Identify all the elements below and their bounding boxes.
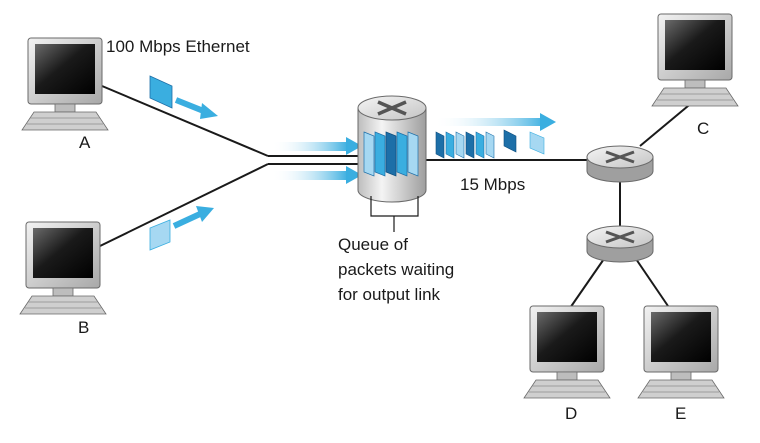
host-b	[19, 221, 107, 315]
host-a	[21, 37, 109, 131]
link-e	[633, 255, 669, 307]
queue-bracket	[370, 196, 419, 232]
link-b	[99, 163, 269, 247]
link-d	[569, 255, 607, 309]
incoming-arrow-top	[272, 137, 362, 155]
host-label-a: A	[79, 133, 91, 152]
link-a	[101, 85, 269, 157]
packet-from-a	[149, 75, 218, 119]
router-right-bottom	[585, 224, 655, 264]
queue-label-line2: packets waiting	[338, 260, 454, 279]
queued-packets	[363, 131, 419, 177]
packet-from-b	[149, 206, 214, 251]
queue-router	[357, 95, 427, 203]
host-d	[523, 305, 611, 399]
router-right-top	[585, 144, 655, 184]
host-c	[651, 13, 739, 107]
queue-label-line3: for output link	[338, 285, 441, 304]
host-label-e: E	[675, 404, 686, 423]
host-label-d: D	[565, 404, 577, 423]
host-e	[637, 305, 725, 399]
incoming-arrow-bottom	[272, 166, 362, 184]
links	[99, 85, 701, 309]
host-label-b: B	[78, 318, 89, 337]
queue-label-line1: Queue of	[338, 235, 408, 254]
ethernet-label: 100 Mbps Ethernet	[106, 37, 250, 56]
outgoing-packets	[434, 113, 556, 159]
link-speed-label: 15 Mbps	[460, 175, 525, 194]
host-label-c: C	[697, 119, 709, 138]
